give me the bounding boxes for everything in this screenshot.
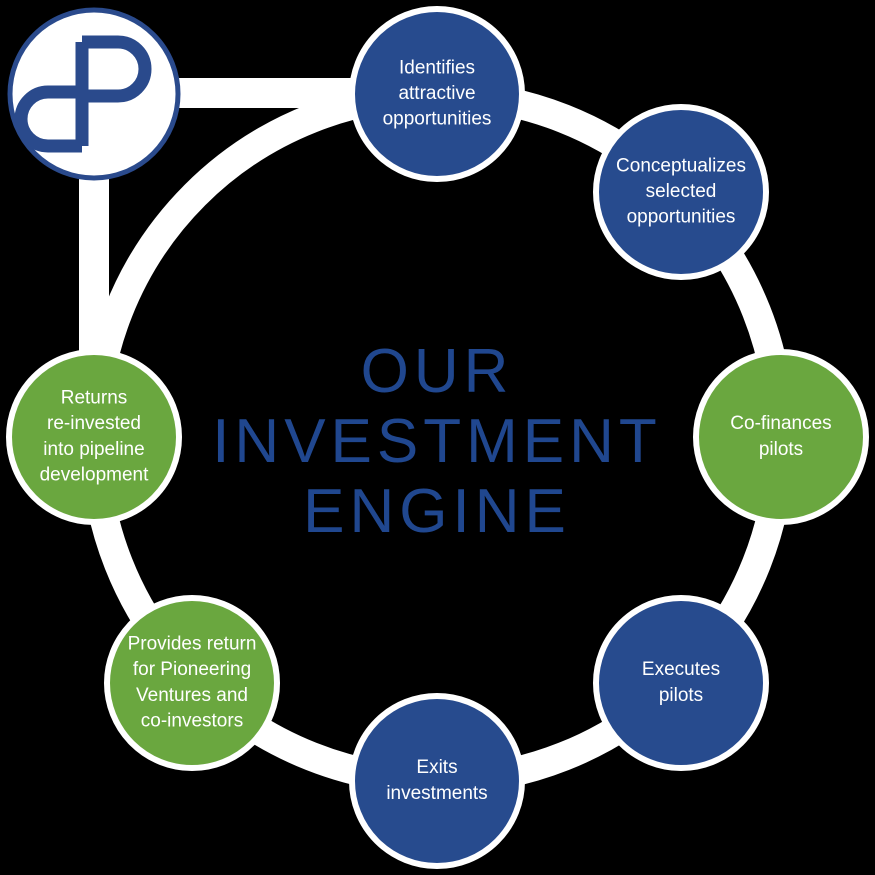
node-label-line: Ventures and xyxy=(136,685,248,706)
node-label-line: Returns xyxy=(61,388,128,409)
center-title: OUR INVESTMENT ENGINE xyxy=(212,337,662,546)
node-label-line: for Pioneering xyxy=(133,659,251,680)
node-label-line: Executes xyxy=(642,659,720,680)
node-label-line: into pipeline xyxy=(43,439,144,460)
cycle-node-exits[interactable]: Exits investments xyxy=(349,693,525,869)
node-circle xyxy=(349,6,525,182)
node-circle xyxy=(349,693,525,869)
node-label-line: investments xyxy=(386,783,487,804)
node-label-line: pilots xyxy=(759,439,803,460)
node-label-line: selected xyxy=(646,181,717,202)
node-label-line: Conceptualizes xyxy=(616,155,746,176)
cycle-node-co-finances[interactable]: Co-finances pilots xyxy=(693,349,869,525)
center-title-line-2: INVESTMENT xyxy=(212,407,662,476)
node-label-line: development xyxy=(40,464,150,485)
node-label-line: Provides return xyxy=(128,634,257,655)
node-label-line: co-investors xyxy=(141,710,243,731)
node-label-line: pilots xyxy=(659,685,703,706)
node-label-line: re-invested xyxy=(47,413,141,434)
node-circle xyxy=(593,595,769,771)
cycle-node-identifies[interactable]: Identifies attractive opportunities xyxy=(349,6,525,182)
node-circle xyxy=(693,349,869,525)
dp-monogram-icon xyxy=(14,35,152,153)
node-label-line: attractive xyxy=(398,83,475,104)
node-label-line: Co-finances xyxy=(730,413,831,434)
node-circle xyxy=(6,349,182,525)
cycle-node-conceptualizes[interactable]: Conceptualizes selected opportunities xyxy=(593,104,769,280)
center-title-line-3: ENGINE xyxy=(303,477,571,546)
cycle-node-returns-reinvested[interactable]: Returns re-invested into pipeline developme… xyxy=(6,349,182,525)
cycle-nodes: IdentifiesattractiveopportunitiesConcept… xyxy=(6,6,869,869)
company-logo[interactable] xyxy=(7,7,181,181)
node-circle xyxy=(593,104,769,280)
node-label-line: opportunities xyxy=(383,109,492,130)
center-title-line-1: OUR xyxy=(361,337,514,406)
node-label-line: opportunities xyxy=(627,207,736,228)
node-label-line: Exits xyxy=(416,757,457,778)
node-label-line: Identifies xyxy=(399,57,475,78)
node-circle xyxy=(104,595,280,771)
cycle-node-executes[interactable]: Executes pilots xyxy=(593,595,769,771)
